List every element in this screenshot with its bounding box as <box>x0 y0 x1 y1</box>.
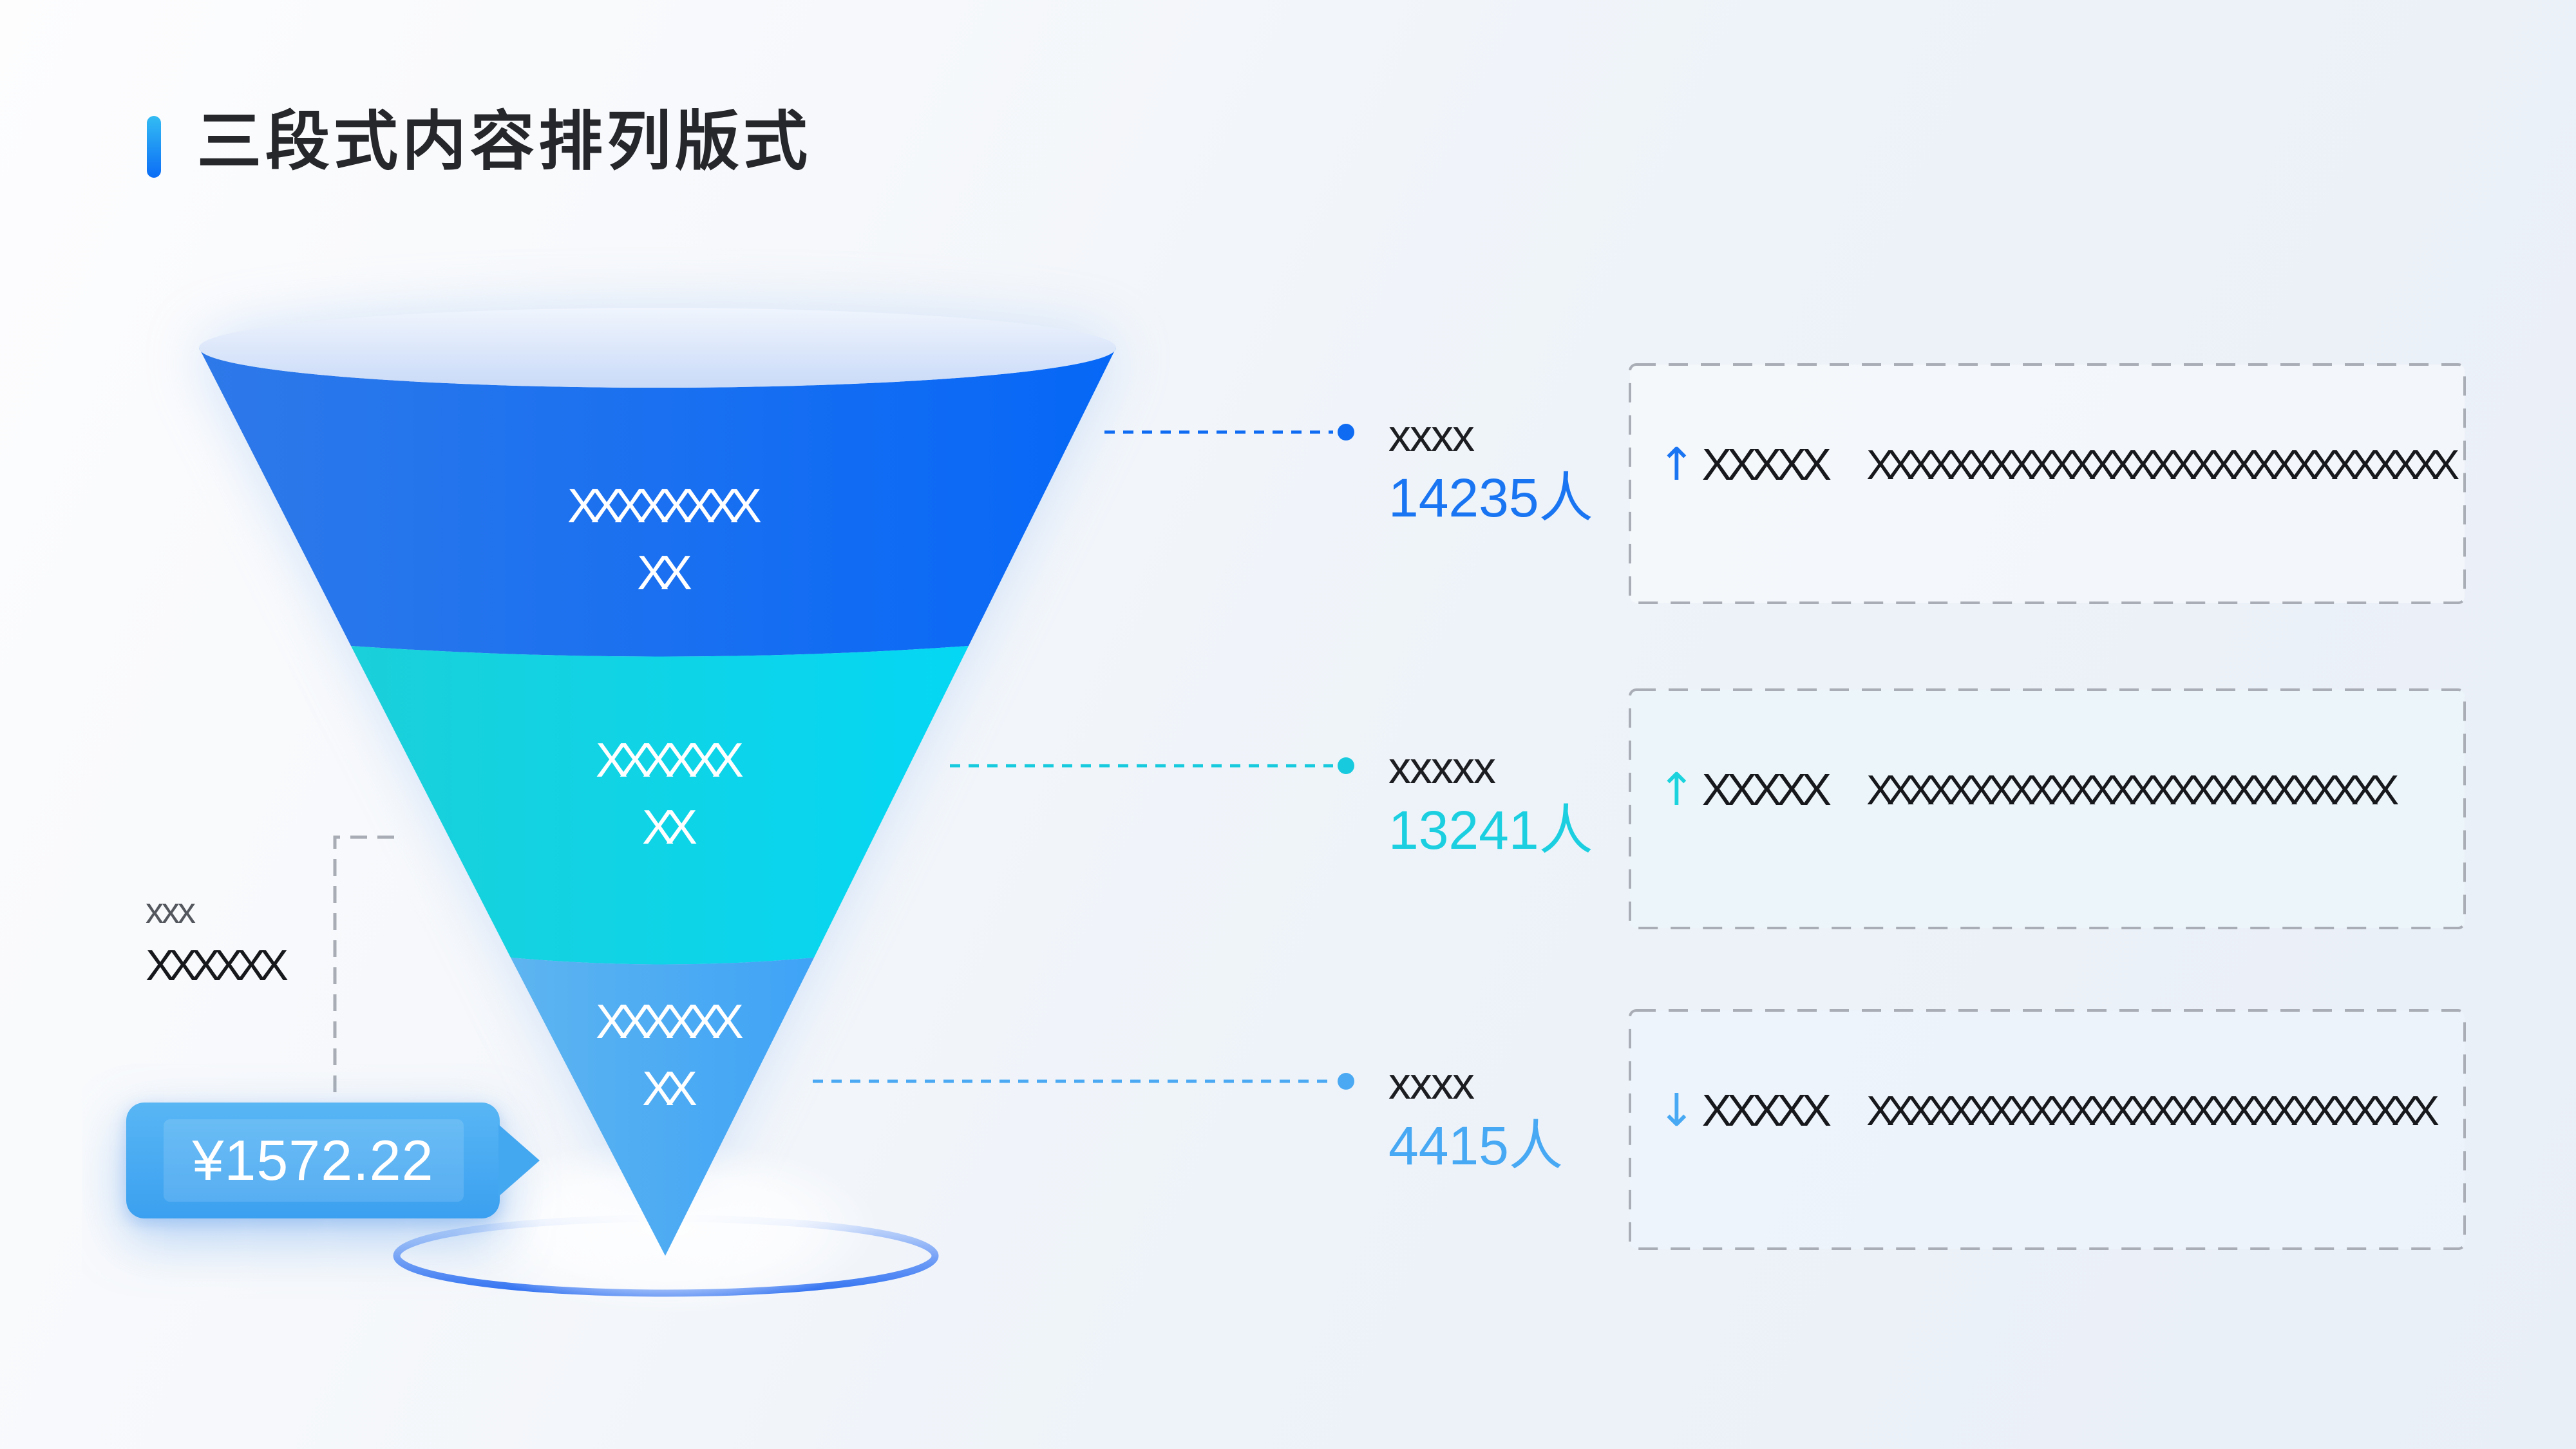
leader-dot-1 <box>1338 424 1354 440</box>
stage-label-3: xxxx 4415人 <box>1388 1056 1563 1177</box>
detail-keyword: XXXXX <box>1701 439 1832 489</box>
segment-label-line1: XXXXXX <box>595 994 744 1048</box>
detail-box-2-content: ↑ XXXXX XXXXXXXXXXXXXXXXXXXXXXXXXX <box>1658 748 2399 831</box>
page-title: 三段式内容排列版式 <box>197 106 811 178</box>
down-arrow-icon: ↓ <box>1658 1084 1696 1137</box>
funnel-segment-top-label: XXXXXXXX XX <box>480 480 840 598</box>
stage-value: 14235人 <box>1388 468 1593 528</box>
side-note: xxx XXXXXX <box>146 890 289 990</box>
detail-box-2 <box>1629 688 2466 929</box>
funnel-segment-bottom-label: XXXXXX XX <box>485 996 846 1114</box>
detail-box-3 <box>1629 1009 2466 1250</box>
detail-description: XXXXXXXXXXXXXXXXXXXXXXXXXXXX <box>1866 1086 2439 1134</box>
stage-label-1: xxxx 14235人 <box>1388 408 1593 529</box>
stage-label-2: xxxxx 13241人 <box>1388 740 1593 861</box>
stage-value: 13241人 <box>1388 800 1593 860</box>
detail-description: XXXXXXXXXXXXXXXXXXXXXXXXXXXXX <box>1866 440 2459 488</box>
segment-label-line2: XX <box>641 800 697 854</box>
detail-keyword: XXXXX <box>1701 1085 1832 1135</box>
stage-name: xxxx <box>1388 410 1475 460</box>
stage-name: xxxxx <box>1388 743 1496 793</box>
leader-dot-3 <box>1338 1073 1354 1090</box>
detail-description: XXXXXXXXXXXXXXXXXXXXXXXXXX <box>1866 766 2399 813</box>
title-accent-bar <box>147 116 161 178</box>
up-arrow-icon: ↑ <box>1658 763 1696 816</box>
segment-label-line2: XX <box>641 1061 697 1115</box>
funnel-segment-middle-label: XXXXXX XX <box>485 734 846 853</box>
segment-label-line1: XXXXXXXX <box>567 478 762 533</box>
stage-value: 4415人 <box>1388 1115 1563 1176</box>
price-value: ¥1572.22 <box>192 1128 434 1192</box>
leader-dot-2 <box>1338 757 1354 774</box>
price-callout-inner-panel <box>164 1119 464 1202</box>
detail-keyword: XXXXX <box>1701 764 1832 815</box>
detail-box-3-content: ↓ XXXXX XXXXXXXXXXXXXXXXXXXXXXXXXXXX <box>1658 1068 2439 1152</box>
side-note-line1: xxx <box>146 890 196 931</box>
stage-name: xxxx <box>1388 1058 1475 1108</box>
side-note-line2: XXXXXX <box>146 941 289 990</box>
detail-box-1 <box>1629 363 2466 604</box>
segment-label-line2: XX <box>636 545 692 600</box>
price-callout-pointer-icon <box>498 1124 540 1197</box>
price-callout: ¥1572.22 <box>126 1103 540 1218</box>
funnel-top-ellipse <box>199 308 1116 388</box>
funnel-segment-top <box>199 348 1116 657</box>
up-arrow-icon: ↑ <box>1658 438 1696 491</box>
funnel-segment-bottom <box>511 958 814 1256</box>
detail-box-1-content: ↑ XXXXX XXXXXXXXXXXXXXXXXXXXXXXXXXXXX <box>1658 422 2459 506</box>
segment-label-line1: XXXXXX <box>595 733 744 787</box>
funnel-segment-middle <box>351 646 969 965</box>
